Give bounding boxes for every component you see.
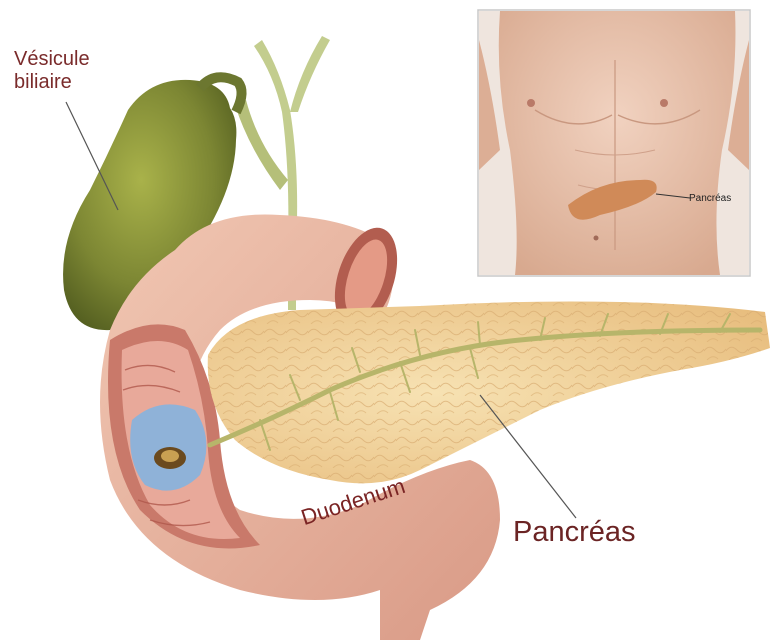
torso-inset bbox=[478, 10, 750, 276]
inset-pancreas-label: Pancréas bbox=[689, 193, 731, 204]
gallbladder-label: Vésicule biliaire bbox=[14, 48, 90, 94]
pancreas bbox=[208, 302, 770, 484]
gallbladder-label-line2: biliaire bbox=[14, 71, 90, 94]
pancreas-label: Pancréas bbox=[513, 516, 636, 549]
gallbladder-label-line1: Vésicule bbox=[14, 48, 90, 71]
